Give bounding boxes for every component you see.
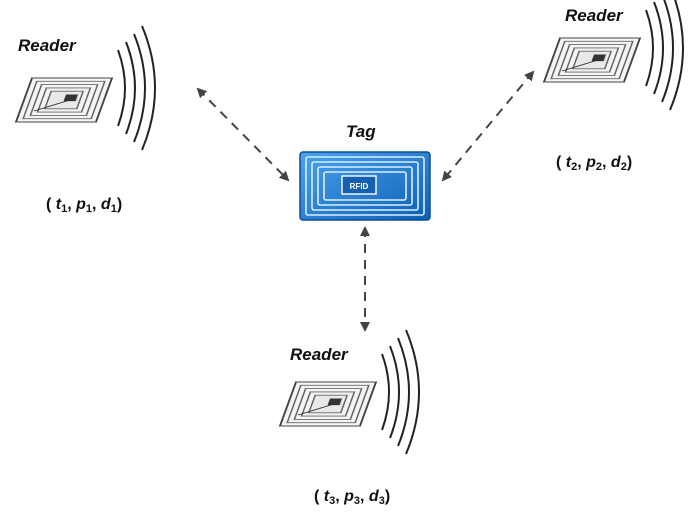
- reader-2-label: Reader: [565, 6, 623, 25]
- reader-2-coords: ( t2, p2, d2): [556, 154, 633, 173]
- reader-3-label: Reader: [290, 345, 348, 364]
- reader-1-coords: ( t1, p1, d1): [46, 196, 123, 215]
- arrow-reader-1-tag: [196, 87, 290, 182]
- rfid-tag-icon: RFID: [299, 151, 431, 221]
- reader-1-label: Reader: [18, 36, 76, 55]
- rfid-chip-label: RFID: [350, 182, 369, 191]
- reader-3-coords: ( t3, p3, d3): [314, 488, 391, 507]
- tag-label: Tag: [346, 122, 376, 141]
- arrow-reader-2-tag: [441, 70, 535, 182]
